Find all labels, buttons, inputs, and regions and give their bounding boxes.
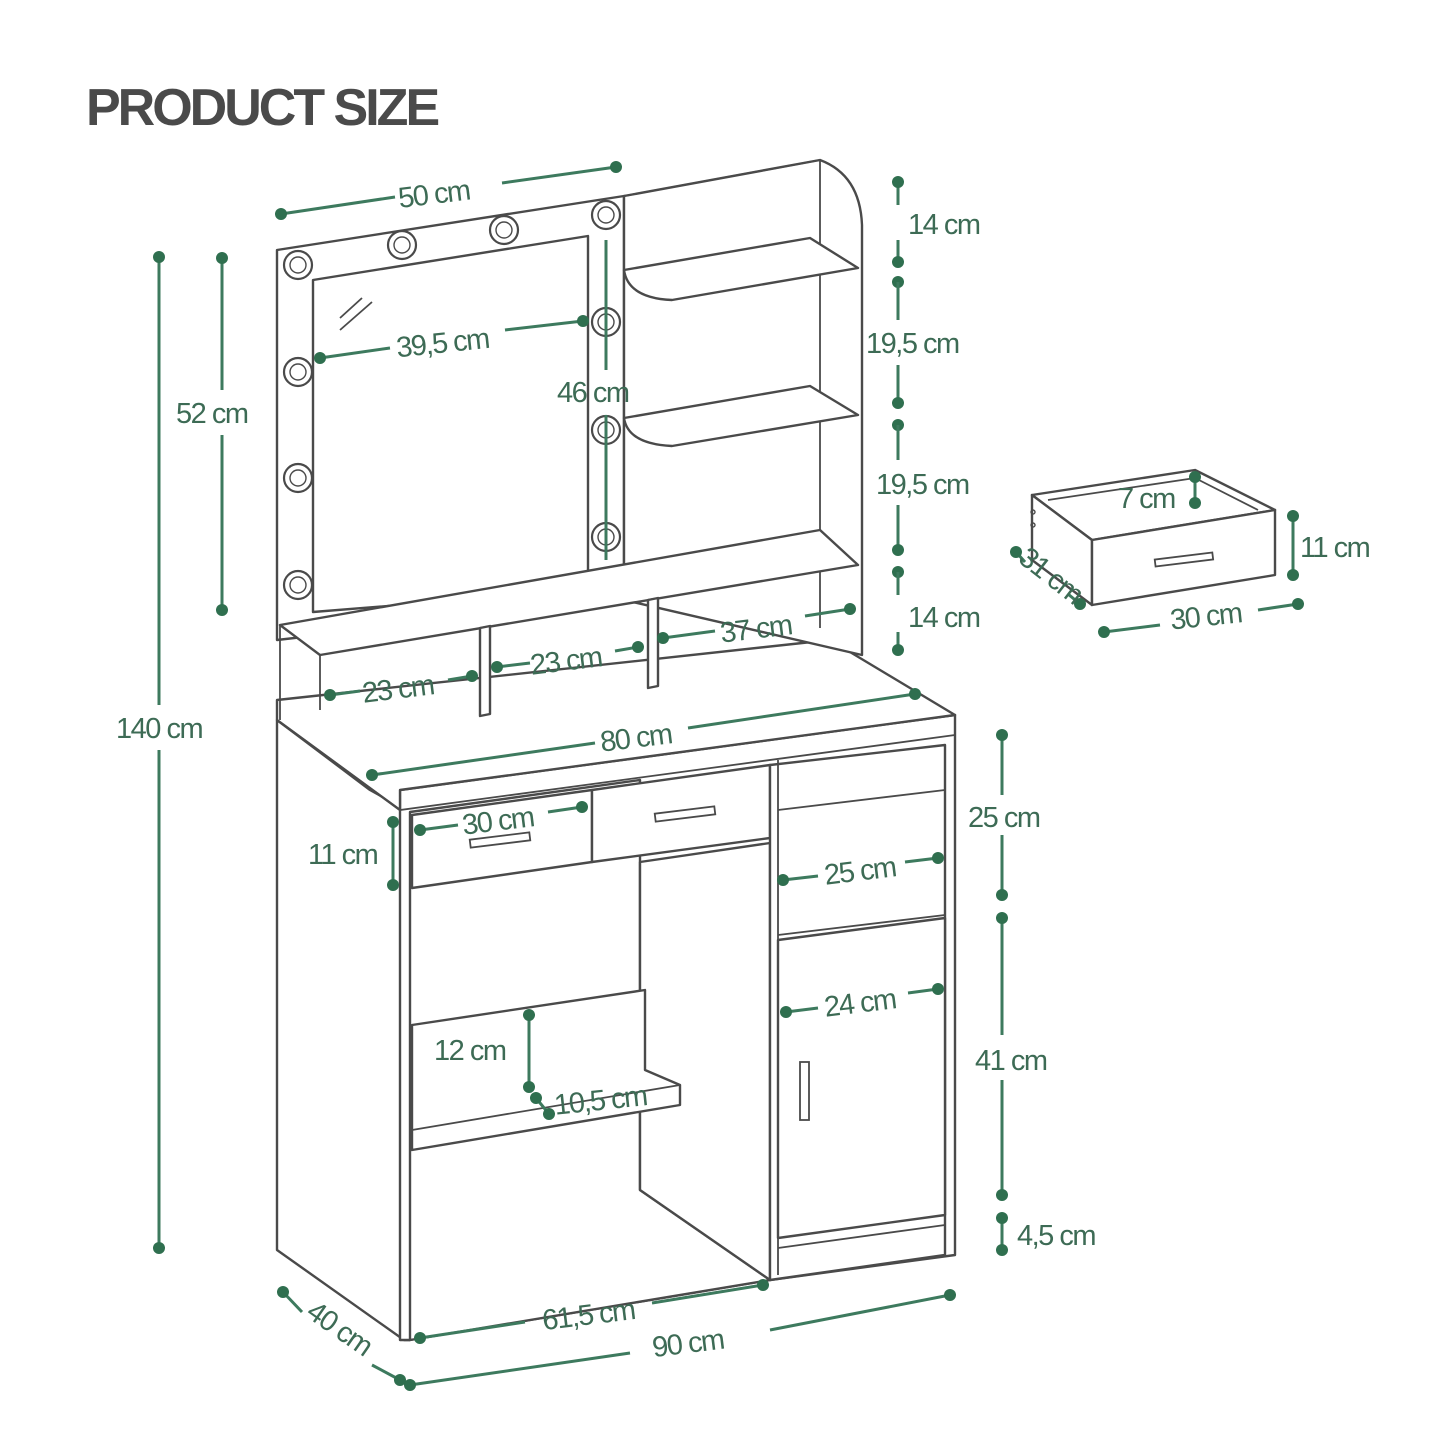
label-shelf-gap-2: 19,5 cm: [876, 469, 969, 501]
label-drawer-inner-depth: 7 cm: [1118, 483, 1175, 515]
divider-1: [478, 624, 492, 718]
label-drawer-detail-width: 30 cm: [1169, 597, 1244, 636]
page-title: PRODUCT SIZE: [86, 79, 440, 137]
footrest-shelf: [410, 988, 682, 1152]
divider-2: [646, 596, 660, 690]
label-cabinet-height: 41 cm: [975, 1045, 1047, 1077]
vanity-desk-drawing: [275, 158, 957, 1342]
label-shelf-top-gap: 14 cm: [908, 209, 980, 241]
hutch-shelf: [278, 528, 860, 657]
label-drawer-detail-height: 11 cm: [1300, 532, 1370, 564]
label-shelf-bottom-gap: 14 cm: [908, 602, 980, 634]
shelf-2: [622, 384, 860, 448]
door-handle: [799, 1061, 810, 1121]
label-total-height: 140 cm: [116, 713, 202, 745]
label-mirror-frame-height: 52 cm: [176, 398, 248, 430]
cabinet-door: [776, 916, 947, 1240]
label-base-height: 4,5 cm: [1017, 1220, 1095, 1252]
shelf-1: [622, 236, 860, 302]
label-total-width: 90 cm: [650, 1324, 725, 1365]
label-footrest-height: 12 cm: [434, 1035, 506, 1067]
label-drawer-height: 11 cm: [308, 839, 378, 871]
label-open-shelf-height: 25 cm: [968, 802, 1040, 834]
drawer-detail-drawing: [1030, 468, 1277, 607]
label-shelf-gap-1: 19,5 cm: [866, 328, 959, 360]
mirror-glass: [311, 234, 590, 614]
dimension-lines: [153, 161, 1304, 1391]
label-mirror-inner-height: 46 cm: [557, 377, 629, 409]
desk-side-panel: [275, 718, 412, 1342]
label-mirror-width: 50 cm: [396, 174, 471, 215]
